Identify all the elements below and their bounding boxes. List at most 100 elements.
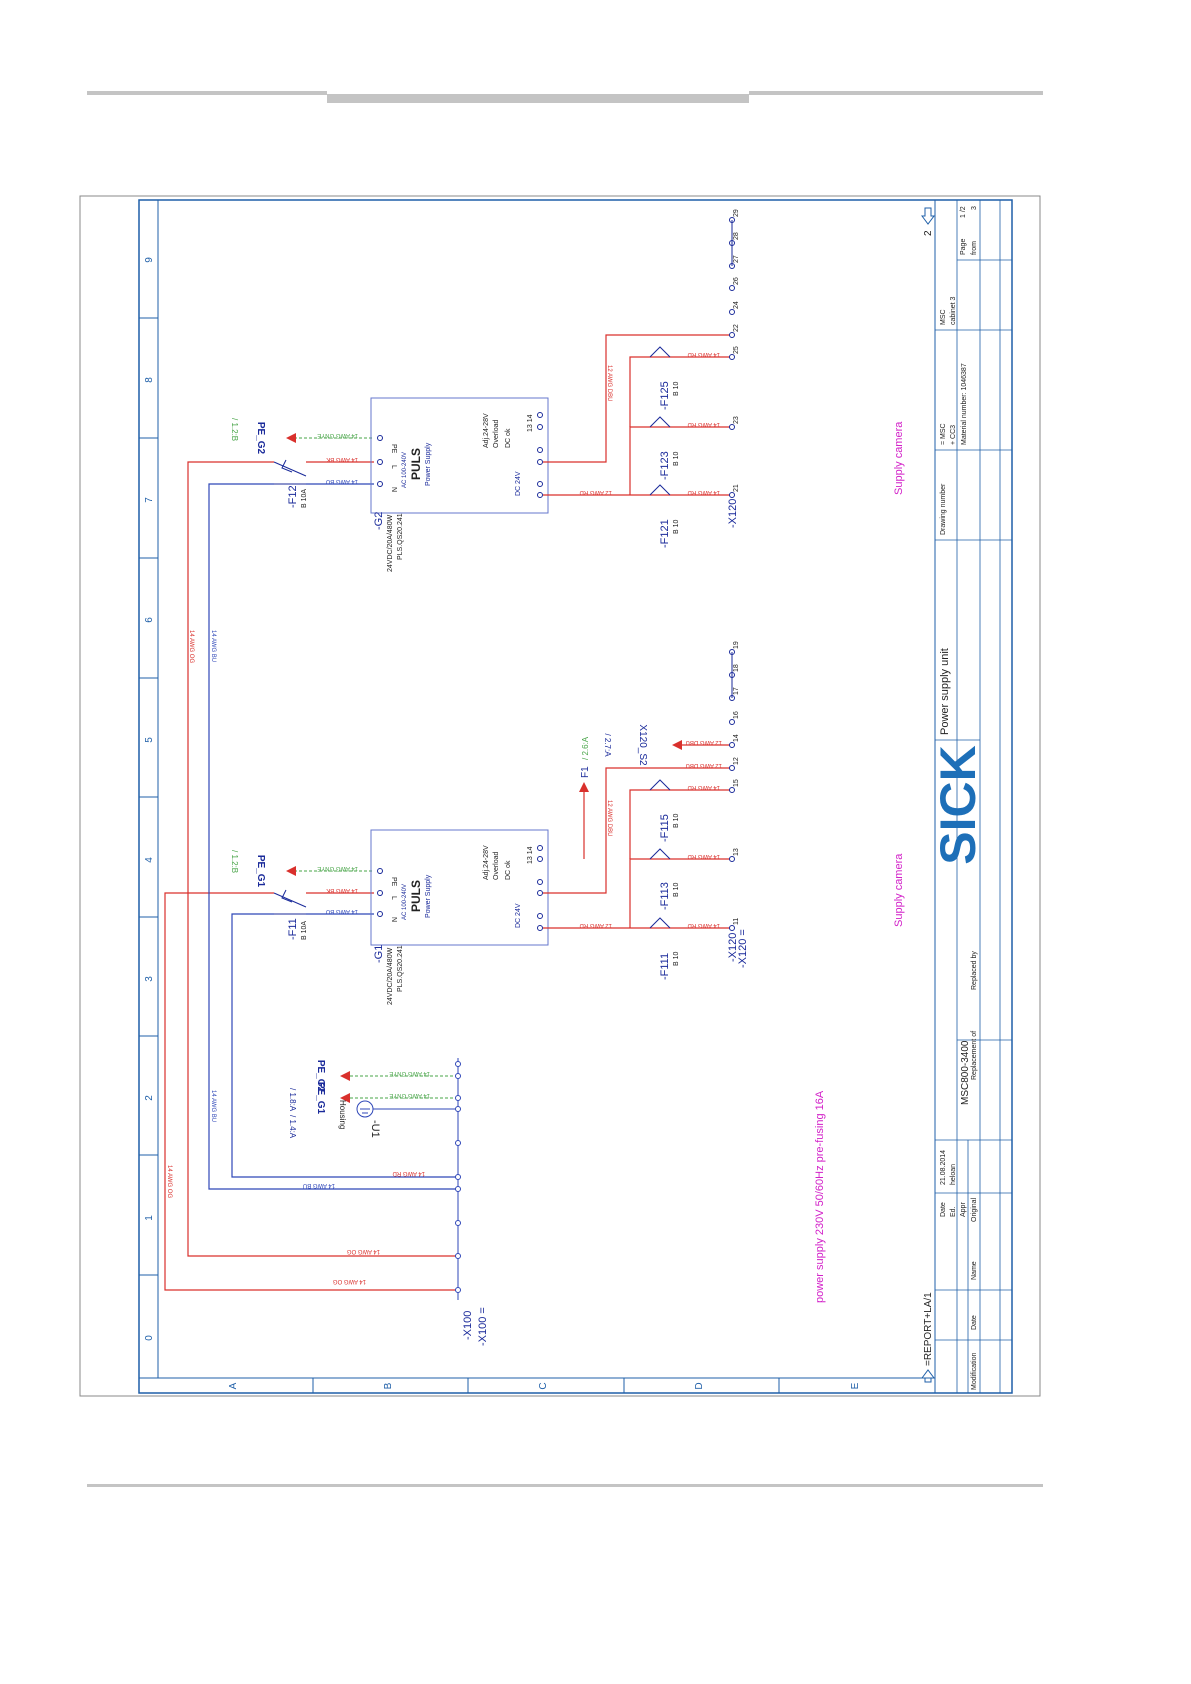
g2-puls-logo: PULS [409, 448, 423, 480]
f113-rating: B 10 [673, 882, 680, 897]
dc-wire-labels: 12 AWG RD 12 AWG DBU 12 AWG RD 12 AWG DB… [579, 351, 722, 928]
wire-label: 14 AWG GNYE [317, 865, 358, 871]
breaker-f12 [273, 459, 307, 485]
u1-housing [356, 1100, 455, 1118]
pe-g2-ref: / 1.2:B [230, 418, 239, 441]
original-label: Original [971, 1197, 978, 1222]
appr-label: Appr [960, 1202, 967, 1217]
drawing-frame [138, 199, 1013, 1394]
x120-terminal-numbers: 11 13 15 12 14 16 17 18 19 21 23 25 22 2… [733, 209, 740, 925]
wire-label: 12 AWG DBU [606, 800, 612, 836]
f111-label: -F111 [659, 953, 671, 980]
next-arrow-icon [921, 207, 935, 225]
msc-eq: = MSC [940, 423, 947, 445]
pe-labels: PE_G1 / 1.2:B PE_G2 / 1.2:B PE_G1 / 1.4:… [230, 418, 326, 1139]
pe-arrows [286, 433, 350, 1103]
wire-label: 14 AWG RD [687, 922, 720, 928]
mains-wiring [164, 461, 458, 1291]
col-label-4: 4 [144, 857, 155, 863]
breaker-f11 [273, 889, 307, 915]
x120-t15: 15 [733, 779, 740, 787]
g1-spec2: PLS.QS20.241 [397, 945, 404, 992]
next-page-ref[interactable]: 2 [923, 230, 934, 236]
wire-label: 14 AWG BK [326, 456, 358, 462]
x120-label-1: -X120 [727, 933, 739, 962]
f115-rating: B 10 [673, 813, 680, 828]
x120-t21: 21 [733, 484, 740, 492]
msc-label: MSC [940, 309, 947, 325]
pe-arrow-icon [286, 433, 296, 443]
col-label-8: 8 [144, 377, 155, 383]
u1-label: -U1 [369, 1120, 381, 1138]
ed-label: Ed. [950, 1206, 957, 1217]
f123-rating: B 10 [673, 451, 680, 466]
ed-value: heloan [950, 1164, 957, 1185]
next-page-link[interactable]: 2 [921, 207, 935, 236]
x120-eq-label: -X120 = [737, 929, 749, 968]
wire-label: 14 AWG BU [303, 1182, 335, 1188]
header-rule-center [327, 94, 749, 103]
f12-label: -F12 [287, 485, 299, 508]
wire-label: 14 AWG BK [326, 887, 358, 893]
pe-g1-ref: / 1.2:B [230, 850, 239, 873]
g1-pin-pe: PE [390, 877, 397, 887]
row-label-b: B [383, 1382, 394, 1389]
g2-dcok: DC ok [505, 428, 512, 448]
wire-label: 12 AWG DBU [686, 762, 722, 768]
g1-ac: AC 100-240V [402, 884, 408, 920]
g2-pin-1314: 13 14 [527, 414, 534, 432]
title-block-text: Power supply unit MSC800-3400 Date 21.08… [939, 206, 978, 1390]
g2-label: -G2 [373, 512, 385, 530]
x120-label-2: -X120 [727, 499, 739, 528]
wire-label: 14 AWG BU [326, 908, 358, 914]
x120-t17: 17 [733, 687, 740, 695]
pe-g1-terminal: PE_G1 [315, 1082, 326, 1115]
x120-t29: 29 [733, 209, 740, 217]
from-label: from [971, 241, 978, 255]
replacement-label: Replacement of [971, 1031, 978, 1080]
g1-dc: DC 24V [515, 903, 522, 928]
g1-adj: Adj.24-28V [483, 845, 490, 880]
wire-label: 12 AWG RD [579, 489, 612, 495]
x120-t26: 26 [733, 277, 740, 285]
x120-s2-label: X120_S2 [637, 724, 648, 766]
wire-label: 12 AWG DBU [686, 739, 722, 745]
wire-label: 14 AWG OG [166, 1165, 172, 1198]
g2-spec2: PLS.QS20.241 [397, 513, 404, 560]
row-label-c: C [538, 1382, 549, 1389]
wire-label: 14 AWG BU [210, 630, 216, 662]
row-label-e: E [850, 1382, 861, 1389]
note-supply-camera-2: Supply camera [893, 421, 905, 495]
prev-page-link[interactable]: =REPORT+LA/1 [921, 1292, 935, 1383]
wire-label: 12 AWG DBU [606, 365, 612, 401]
wire-label: 14 AWG BU [210, 1090, 216, 1122]
material-number: Material number: 1046387 [961, 363, 968, 445]
wire-labels: 14 AWG OG 14 AWG OG 14 AWG BU 14 AWG BU … [166, 432, 430, 1284]
x120-t16: 16 [733, 711, 740, 719]
g1-pin-n: N [390, 917, 397, 922]
column-ruler [139, 317, 158, 1276]
g2-adj: Adj.24-28V [483, 413, 490, 448]
prev-page-ref[interactable]: =REPORT+LA/1 [923, 1292, 934, 1366]
f1-ref-label: F1 [580, 766, 591, 778]
x100-eq-label: -X100 = [477, 1307, 489, 1346]
f11-rating: B 10A [301, 921, 308, 940]
pe-g1-terminal-ref: / 1.4:A [288, 1115, 297, 1139]
g2-overload: Overload [493, 419, 500, 448]
prev-arrow-icon [921, 1369, 935, 1383]
page-value: 1 /2 [960, 206, 967, 218]
wire-label: 14 AWG OG [347, 1248, 380, 1254]
col-label-6: 6 [144, 617, 155, 623]
g2-pin-n: N [390, 487, 397, 492]
x120-s2-arrow-icon [672, 740, 682, 750]
col-label-3: 3 [144, 976, 155, 982]
x120-t12: 12 [733, 757, 740, 765]
col-label-5: 5 [144, 737, 155, 743]
wire-label: 14 AWG OG [188, 630, 194, 663]
dc-wiring [543, 334, 730, 929]
x120-t22: 22 [733, 324, 740, 332]
pe-arrow-icon [340, 1071, 350, 1081]
f113-label: -F113 [659, 882, 671, 910]
drawing-number-label: Drawing number [940, 483, 947, 535]
f1-ref-target: / 2.6:A [581, 736, 590, 760]
